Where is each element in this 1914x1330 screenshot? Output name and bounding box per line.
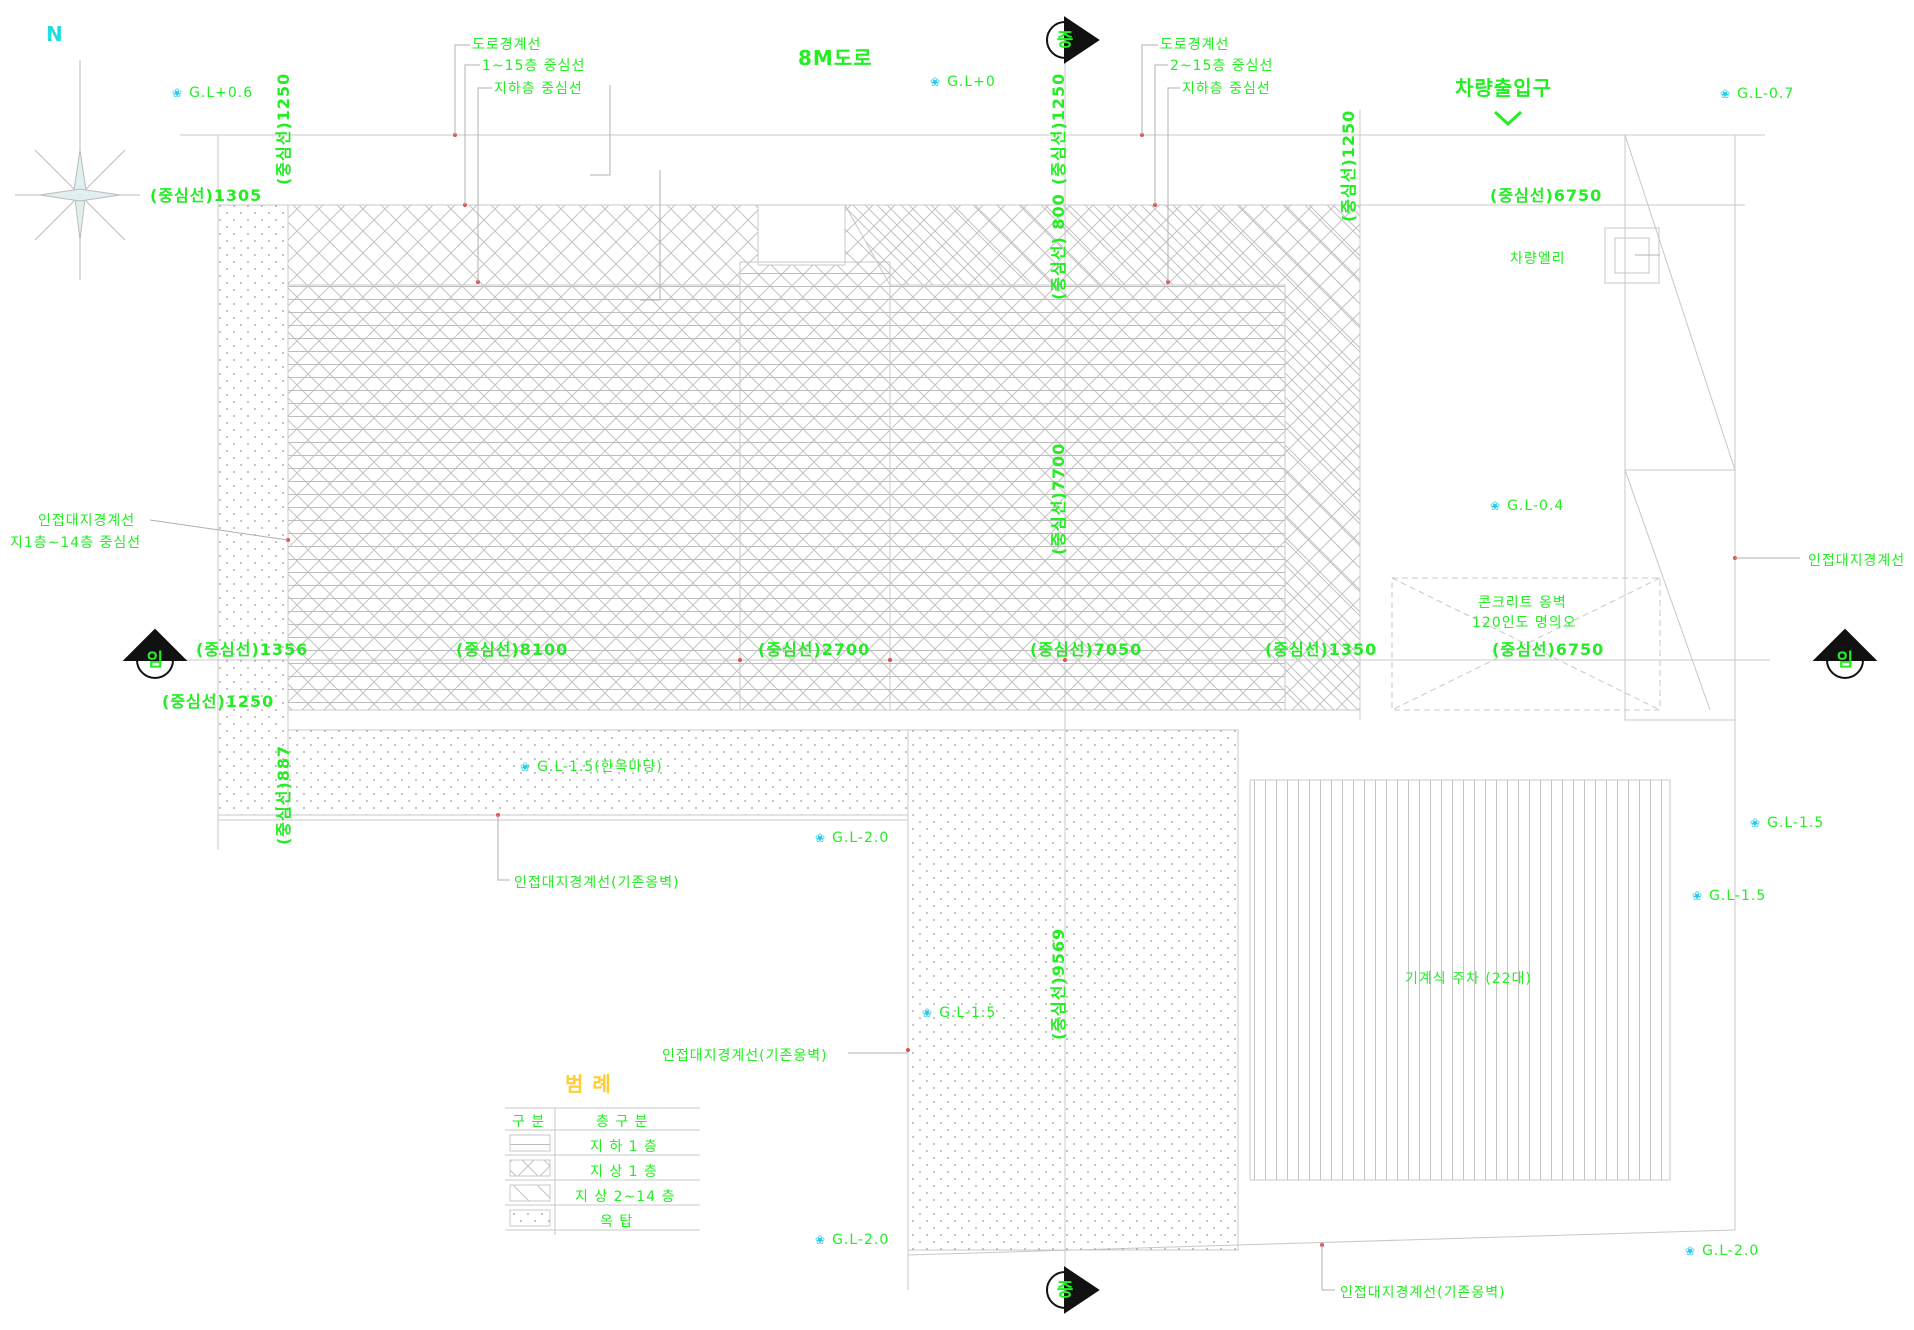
mechanical-parking bbox=[1249, 779, 1671, 1181]
dim-v-center-upper: (중심선) 800 bbox=[1049, 193, 1068, 300]
note-left-2: 지1층~14층 중심선 bbox=[10, 535, 142, 551]
note-parking: 기계식 주차 (22대) bbox=[1405, 971, 1532, 987]
note-top-right-3: 지하층 중심선 bbox=[1182, 81, 1271, 97]
dim-row-3: (중심선)2700 bbox=[758, 640, 871, 659]
note-top-left-2: 1~15층 중심선 bbox=[482, 58, 586, 74]
section-marker-bottom: 중 bbox=[1056, 1280, 1074, 1301]
courtyard-dots bbox=[907, 729, 1239, 1251]
dim-v-top-right: (중심선)1250 bbox=[1339, 109, 1358, 222]
dim-row-5: (중심선)1350 bbox=[1265, 640, 1378, 659]
entrance-label: 차량출입구 bbox=[1455, 76, 1552, 100]
legend-row-1: 지 하 1 층 bbox=[590, 1139, 658, 1155]
note-top-right-1: 도로경계선 bbox=[1160, 37, 1230, 53]
legend-row-3: 지 상 2~14 층 bbox=[575, 1189, 676, 1205]
note-bottom-left: 인접대지경계선(기존옹벽) bbox=[514, 875, 680, 891]
gl-mid-right: G.L-0.4 bbox=[1490, 498, 1564, 514]
legend-col-1: 구 분 bbox=[512, 1114, 546, 1130]
note-bottom-right: 인접대지경계선(기존옹벽) bbox=[1340, 1285, 1506, 1301]
gl-top-left: G.L+0.6 bbox=[172, 85, 253, 101]
compass-rose bbox=[15, 60, 140, 280]
leader-lines bbox=[149, 44, 1800, 1291]
note-concrete-2: 120인도 명의오 bbox=[1472, 615, 1577, 631]
dim-row-2: (중심선)8100 bbox=[456, 640, 569, 659]
legend-table bbox=[505, 1107, 700, 1235]
dim-v-center-mid: (중심선)7700 bbox=[1049, 442, 1068, 555]
section-markers bbox=[122, 16, 1878, 1314]
note-top-left-1: 도로경계선 bbox=[472, 37, 542, 53]
gl-bottom-center: G.L-2.0 bbox=[815, 1232, 889, 1248]
gl-top-right: G.L-0.7 bbox=[1720, 86, 1794, 102]
dim-top-left: (중심선)1305 bbox=[150, 186, 263, 205]
gl-right-2: G.L-1.5 bbox=[1692, 888, 1766, 904]
gl-bottom-left: G.L-2.0 bbox=[815, 830, 889, 846]
dim-left-bottom: (중심선)1250 bbox=[162, 692, 275, 711]
section-marker-top: 중 bbox=[1056, 30, 1074, 51]
entrance-arrow-icon bbox=[1493, 110, 1523, 127]
legend-title: 범 례 bbox=[565, 1072, 612, 1096]
note-top-left-3: 지하층 중심선 bbox=[494, 81, 583, 97]
dim-v-left-bottom: (중심선)887 bbox=[274, 744, 293, 845]
dim-v-center-lower: (중심선)9569 bbox=[1049, 927, 1068, 1040]
legend-col-2: 층 구 분 bbox=[596, 1114, 649, 1130]
note-concrete-1: 콘크리트 옹벽 bbox=[1478, 595, 1567, 611]
dim-row-1: (중심선)1356 bbox=[196, 640, 309, 659]
left-strip-dots bbox=[217, 204, 289, 816]
road-label: 8M도로 bbox=[798, 46, 873, 70]
entrance-ramp bbox=[1391, 134, 1736, 721]
note-left-1: 인접대지경계선 bbox=[38, 513, 136, 529]
dim-top-right: (중심선)6750 bbox=[1490, 186, 1603, 205]
gl-bottom-right: G.L-2.0 bbox=[1685, 1243, 1759, 1259]
north-label: N bbox=[46, 22, 64, 46]
note-elevator: 차량엘리 bbox=[1510, 251, 1566, 267]
note-top-right-2: 2~15층 중심선 bbox=[1170, 58, 1274, 74]
note-right: 인접대지경계선 bbox=[1808, 553, 1906, 569]
legend-row-2: 지 상 1 층 bbox=[590, 1164, 658, 1180]
dim-v-top-center: (중심선)1250 bbox=[1049, 72, 1068, 185]
section-marker-left: 임 bbox=[146, 650, 164, 671]
note-bottom-center: 인접대지경계선(기존옹벽) bbox=[662, 1048, 828, 1064]
gl-terrace: G.L-1.5(한옥마당) bbox=[520, 756, 663, 776]
dim-v-top-left: (중심선)1250 bbox=[274, 72, 293, 185]
legend-row-4: 옥 탑 bbox=[600, 1214, 634, 1230]
gl-right-1: G.L-1.5 bbox=[1750, 815, 1824, 831]
gl-courtyard: G.L-1.5 bbox=[922, 1005, 996, 1021]
dim-row-4: (중심선)7050 bbox=[1030, 640, 1143, 659]
dim-row-6: (중심선)6750 bbox=[1492, 640, 1605, 659]
section-marker-right: 임 bbox=[1836, 650, 1854, 671]
gl-top-center: G.L+0 bbox=[930, 74, 996, 90]
